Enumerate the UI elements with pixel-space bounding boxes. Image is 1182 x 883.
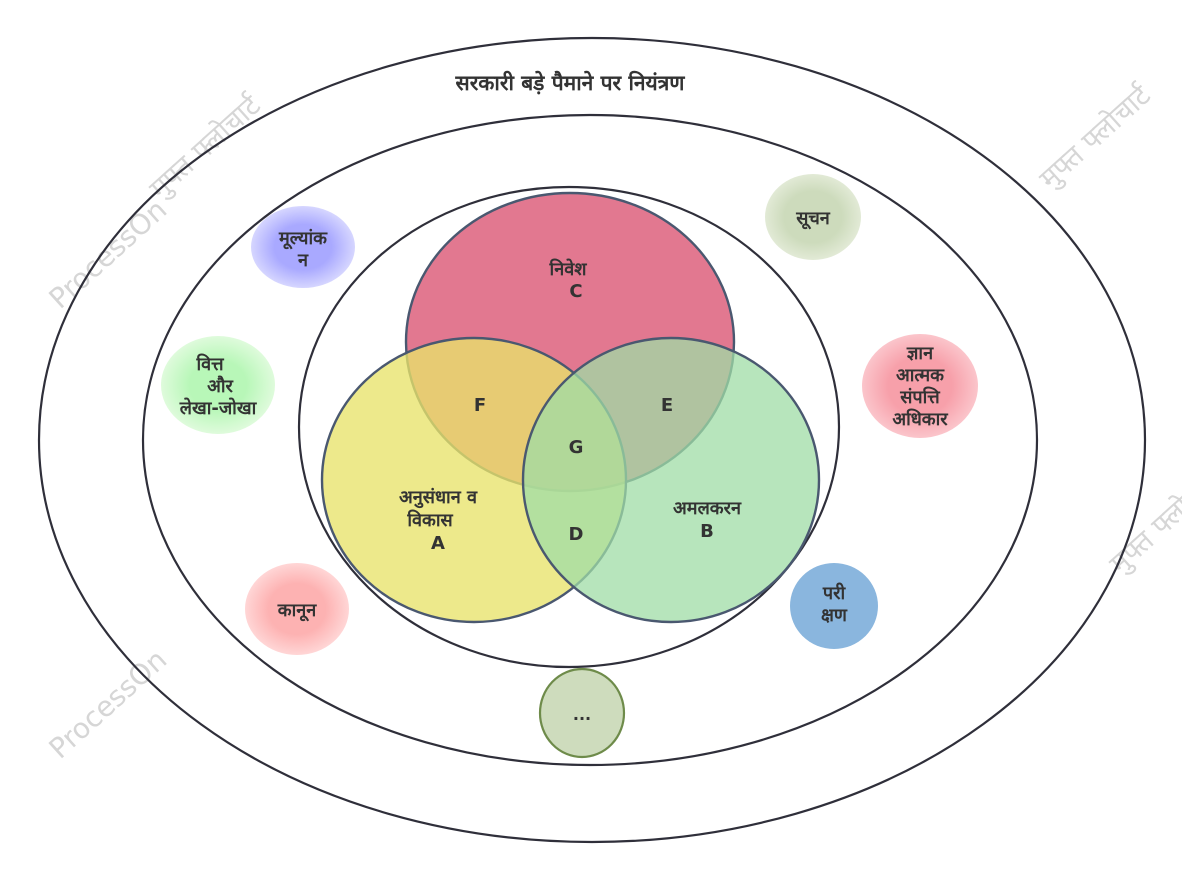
set-circle-implementation <box>521 336 821 624</box>
bubble-ipr-line-2: आत्मक <box>896 365 945 386</box>
set-label-implementation: अमलकरन <box>673 498 742 519</box>
bubble-testing-line-1: परी <box>822 582 847 604</box>
bubble-information-line-1: सूचन <box>795 208 831 230</box>
bubble-ipr-line-4: अधिकार <box>892 408 948 430</box>
bubble-audit: वित्त और लेखा-जोखा <box>161 336 275 434</box>
overlap-label-e: E <box>661 395 673 416</box>
inner-ellipse <box>297 185 841 669</box>
set-label-investment: निवेश <box>549 258 588 280</box>
bubble-ipr-line-1: ज्ञान <box>906 343 934 364</box>
overlap-label-d: D <box>569 524 584 545</box>
bubble-law: कानून <box>245 563 349 655</box>
set-label-research-1: अनुसंधान व <box>399 487 478 509</box>
middle-ellipse <box>141 113 1039 767</box>
outer-ellipse <box>37 36 1147 844</box>
watermark-text-right-2: मुफ्त फ्लोचार्ट <box>1033 78 1159 196</box>
watermark-text-left-2: ProcessOn <box>43 643 174 765</box>
bubble-audit-line-3: लेखा-जोखा <box>179 397 258 419</box>
set-id-research: A <box>431 533 445 554</box>
bubble-more: ... <box>538 667 626 759</box>
bubble-information: सूचन <box>765 174 861 260</box>
bubble-ipr: ज्ञान आत्मक संपत्ति अधिकार <box>862 334 978 438</box>
bubble-testing-line-2: क्षण <box>821 605 848 626</box>
bubble-evaluation: मूल्यांक न <box>251 206 355 288</box>
bubble-ipr-line-3: संपत्ति <box>899 386 941 408</box>
bubble-more-line-1: ... <box>573 705 591 724</box>
set-label-research-2: विकास <box>406 509 453 531</box>
bubble-audit-line-1: वित्त <box>195 353 225 375</box>
set-id-investment: C <box>569 281 582 302</box>
overlap-label-f: F <box>474 395 486 416</box>
bubble-testing: परी क्षण <box>790 563 878 649</box>
bubble-audit-line-2: और <box>207 375 233 397</box>
diagram-title: सरकारी बड़े पैमाने पर नियंत्रण <box>455 70 686 95</box>
watermark-text-left: ProcessOn <box>43 193 174 315</box>
overlap-label-g: G <box>569 437 584 458</box>
bubble-evaluation-line-1: मूल्यांक <box>278 228 328 250</box>
set-id-implementation: B <box>700 521 714 542</box>
bubble-law-line-1: कानून <box>277 600 317 622</box>
bubble-evaluation-line-2: न <box>297 250 309 271</box>
